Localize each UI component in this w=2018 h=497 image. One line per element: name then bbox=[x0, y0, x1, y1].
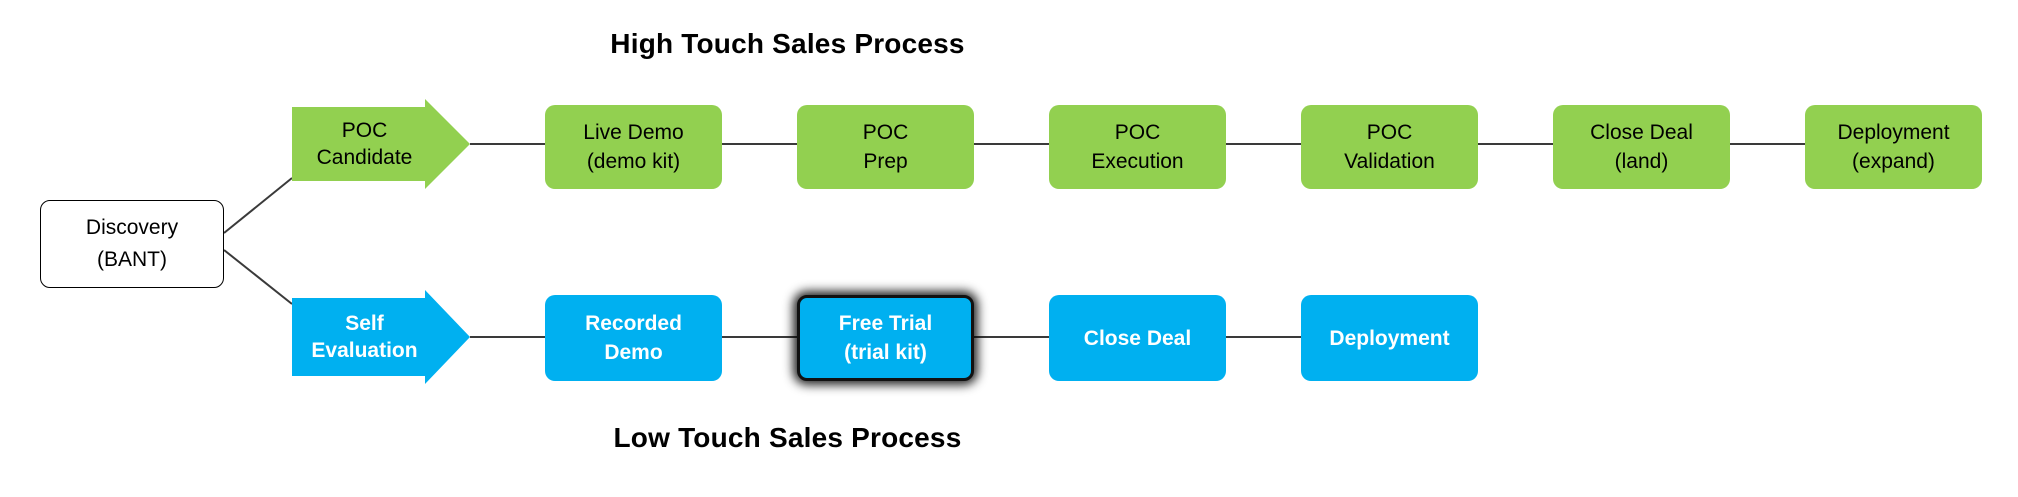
discovery-label-line2: (BANT) bbox=[97, 248, 167, 271]
step-label-line2: Validation bbox=[1344, 150, 1435, 173]
branch-line-high bbox=[223, 177, 293, 234]
self-evaluation-arrow: Self Evaluation bbox=[292, 298, 437, 376]
step-poc-validation: POC Validation bbox=[1301, 105, 1478, 189]
step-label-line2: (expand) bbox=[1852, 150, 1935, 173]
step-close-deal: Close Deal bbox=[1049, 295, 1226, 381]
branch-line-low bbox=[223, 249, 293, 305]
poc-candidate-arrow: POC Candidate bbox=[292, 107, 437, 181]
step-label-line1: Deployment bbox=[1837, 121, 1950, 144]
poc-candidate-line1: POC bbox=[341, 119, 388, 142]
step-label-line1: POC bbox=[1114, 121, 1161, 144]
step-label-line1: POC bbox=[1366, 121, 1413, 144]
step-label-line1: Deployment bbox=[1329, 326, 1450, 350]
step-label-line1: POC bbox=[862, 121, 909, 144]
step-free-trial: Free Trial (trial kit) bbox=[797, 295, 974, 381]
step-label-line2: Prep bbox=[863, 150, 908, 173]
step-label-line1: Close Deal bbox=[1083, 326, 1192, 350]
step-label-line2: (trial kit) bbox=[844, 341, 927, 364]
step-deployment: Deployment bbox=[1301, 295, 1478, 381]
step-close-deal-land: Close Deal (land) bbox=[1553, 105, 1730, 189]
step-poc-execution: POC Execution bbox=[1049, 105, 1226, 189]
step-poc-prep: POC Prep bbox=[797, 105, 974, 189]
high-touch-title: High Touch Sales Process bbox=[610, 28, 965, 59]
step-label-line2: Execution bbox=[1091, 150, 1184, 173]
self-evaluation-arrow-shape bbox=[292, 290, 470, 384]
step-label-line1: Close Deal bbox=[1590, 121, 1693, 144]
step-recorded-demo: Recorded Demo bbox=[545, 295, 722, 381]
poc-candidate-arrow-shape bbox=[292, 99, 470, 189]
discovery-box: Discovery (BANT) bbox=[40, 200, 224, 288]
step-label-line2: (demo kit) bbox=[586, 150, 681, 173]
step-deployment-expand: Deployment (expand) bbox=[1805, 105, 1982, 189]
self-evaluation-line1: Self bbox=[345, 312, 384, 335]
step-label-line2: (land) bbox=[1614, 150, 1669, 173]
step-live-demo: Live Demo (demo kit) bbox=[545, 105, 722, 189]
low-touch-title: Low Touch Sales Process bbox=[613, 422, 962, 453]
discovery-label-line1: Discovery bbox=[85, 216, 179, 239]
step-label-line1: Recorded bbox=[585, 312, 682, 335]
self-evaluation-line2: Evaluation bbox=[311, 339, 418, 362]
step-label-line1: Free Trial bbox=[838, 312, 933, 335]
poc-candidate-line2: Candidate bbox=[316, 146, 413, 169]
step-label-line2: Demo bbox=[604, 341, 663, 364]
step-label-line1: Live Demo bbox=[583, 121, 684, 144]
